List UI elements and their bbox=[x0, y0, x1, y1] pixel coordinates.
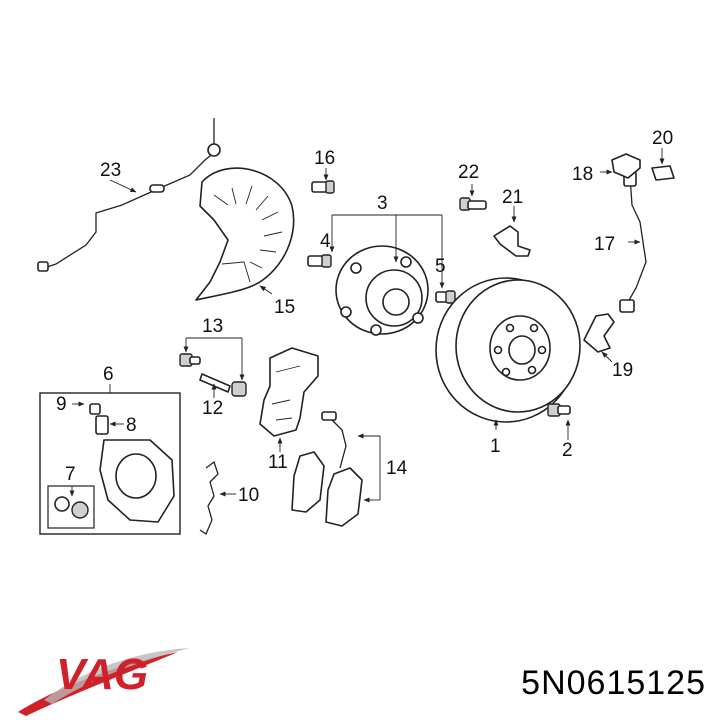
callout-13: 13 bbox=[202, 316, 223, 337]
callout-16: 16 bbox=[314, 148, 335, 169]
callout-17: 17 bbox=[594, 234, 615, 255]
wheel-hub bbox=[335, 245, 429, 336]
callout-6: 6 bbox=[103, 364, 114, 385]
callout-1: 1 bbox=[490, 436, 501, 457]
callout-labels: 23 15 16 3 4 5 22 21 18 20 17 19 1 2 13 … bbox=[56, 128, 673, 506]
vag-logo: VAG bbox=[18, 648, 190, 716]
callout-19: 19 bbox=[612, 360, 633, 381]
callout-2: 2 bbox=[562, 440, 573, 461]
brake-hose bbox=[619, 171, 647, 313]
caliper-kit-box bbox=[39, 392, 181, 535]
abs-sensor-wire bbox=[37, 118, 221, 272]
callout-15: 15 bbox=[274, 297, 295, 318]
callout-12: 12 bbox=[202, 398, 223, 419]
callout-20: 20 bbox=[652, 128, 673, 149]
callout-21: 21 bbox=[502, 187, 523, 208]
spring-clip bbox=[199, 460, 219, 535]
callout-leaders bbox=[69, 148, 665, 503]
splash-shield bbox=[195, 167, 295, 301]
bolt-4 bbox=[307, 254, 332, 268]
callout-5: 5 bbox=[435, 256, 446, 277]
bracket-21 bbox=[493, 225, 531, 257]
clip-20 bbox=[651, 165, 675, 181]
guide-pin-set bbox=[179, 353, 247, 397]
callout-18: 18 bbox=[572, 164, 593, 185]
bracket-18 bbox=[611, 153, 641, 179]
callout-10: 10 bbox=[238, 485, 259, 506]
callout-14: 14 bbox=[386, 458, 408, 479]
callout-8: 8 bbox=[126, 415, 137, 436]
callout-7: 7 bbox=[65, 464, 76, 485]
brake-pads bbox=[291, 411, 363, 527]
bracket-19 bbox=[583, 313, 615, 353]
callout-22: 22 bbox=[458, 162, 479, 183]
brake-disc bbox=[435, 277, 581, 423]
vag-logo-text: VAG bbox=[56, 650, 148, 699]
callout-23: 23 bbox=[100, 160, 121, 181]
bolt-2 bbox=[547, 403, 571, 417]
callout-4: 4 bbox=[320, 231, 331, 252]
callout-9: 9 bbox=[56, 394, 67, 415]
callout-11: 11 bbox=[268, 452, 288, 473]
caliper-carrier bbox=[259, 347, 319, 437]
bolt-22 bbox=[459, 197, 487, 211]
callout-3: 3 bbox=[377, 193, 388, 214]
bolt-16 bbox=[311, 180, 335, 194]
bolt-5 bbox=[435, 290, 456, 304]
part-number: 5N0615125 bbox=[521, 664, 706, 702]
